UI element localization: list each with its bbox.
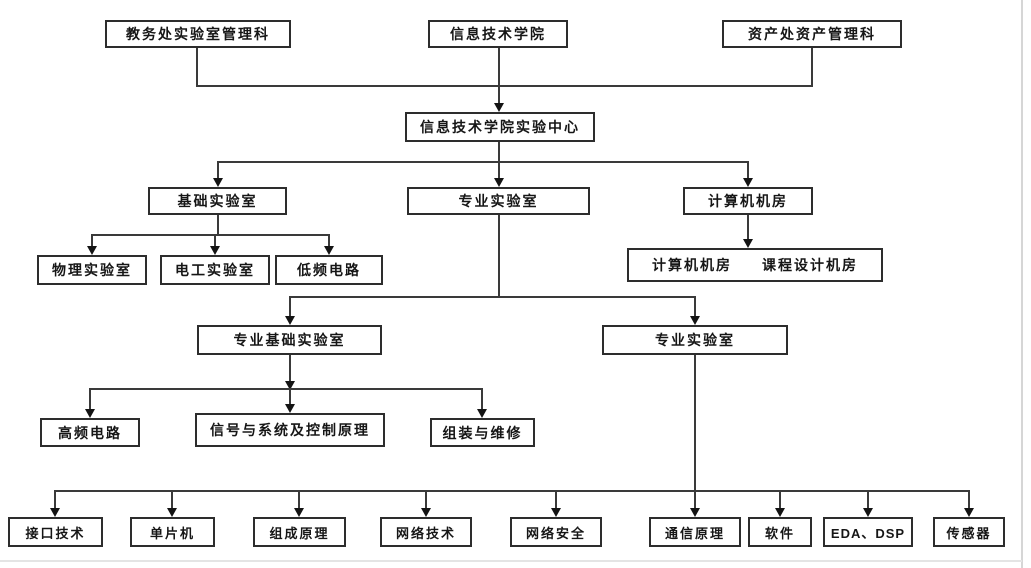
arrowhead-down	[87, 246, 97, 255]
arrowhead-down	[494, 178, 504, 187]
arrowhead-down	[50, 508, 60, 517]
connector	[747, 215, 749, 239]
node-assets-management: 资产处资产管理科	[722, 20, 902, 48]
node-professional-laboratory-right: 专业实验室	[602, 325, 788, 355]
node-experiment-center: 信息技术学院实验中心	[405, 112, 595, 142]
arrowhead-down	[213, 178, 223, 187]
node-it-school: 信息技术学院	[428, 20, 568, 48]
connector	[498, 142, 500, 163]
node-basic-laboratory: 基础实验室	[148, 187, 287, 215]
connector	[555, 490, 557, 508]
connector	[289, 296, 291, 316]
connector	[747, 161, 749, 178]
arrowhead-down	[690, 316, 700, 325]
node-assembly-maintenance: 组装与维修	[430, 418, 535, 447]
arrowhead-down	[421, 508, 431, 517]
node-academic-affairs-lab-management: 教务处实验室管理科	[105, 20, 291, 48]
connector	[968, 490, 970, 508]
node-electrician-lab: 电工实验室	[160, 255, 270, 285]
arrowhead-down	[324, 246, 334, 255]
node-composition-principle: 组成原理	[253, 517, 346, 547]
connector	[196, 85, 813, 87]
node-software: 软件	[748, 517, 812, 547]
arrowhead-down	[167, 508, 177, 517]
node-physics-lab: 物理实验室	[37, 255, 147, 285]
connector	[217, 161, 219, 178]
page-edge-right	[1021, 0, 1023, 568]
node-eda-dsp: EDA、DSP	[823, 517, 913, 547]
node-sensor: 传感器	[933, 517, 1005, 547]
connector	[779, 490, 781, 508]
arrowhead-down	[551, 508, 561, 517]
node-professional-laboratory-mid: 专业实验室	[407, 187, 590, 215]
arrowhead-down	[775, 508, 785, 517]
connector	[54, 490, 970, 492]
connector	[54, 490, 56, 508]
course-design-room-label: 课程设计机房	[762, 257, 858, 273]
connector	[89, 388, 91, 409]
connector	[481, 388, 483, 409]
arrowhead-down	[863, 508, 873, 517]
arrowhead-down	[964, 508, 974, 517]
connector	[91, 234, 330, 236]
node-professional-basic-laboratory: 专业基础实验室	[197, 325, 382, 355]
node-computer-room: 计算机机房	[683, 187, 813, 215]
connector	[425, 490, 427, 508]
arrowhead-down	[294, 508, 304, 517]
connector	[91, 234, 93, 246]
connector	[298, 490, 300, 508]
connector	[214, 234, 216, 246]
node-network-technology: 网络技术	[380, 517, 472, 547]
node-signals-systems-control: 信号与系统及控制原理	[195, 413, 385, 447]
arrowhead-down	[285, 316, 295, 325]
connector	[217, 161, 749, 163]
page-edge-bottom	[0, 560, 1022, 562]
connector	[498, 48, 500, 103]
connector	[289, 355, 291, 390]
arrowhead-down	[690, 508, 700, 517]
node-communication-principle: 通信原理	[649, 517, 741, 547]
arrowhead-down	[85, 409, 95, 418]
arrowhead-down	[477, 409, 487, 418]
connector	[328, 234, 330, 246]
connector	[289, 296, 696, 298]
connector	[289, 390, 291, 404]
node-single-chip-microcomputer: 单片机	[130, 517, 215, 547]
node-high-frequency-circuit: 高频电路	[40, 418, 140, 447]
connector	[694, 355, 696, 492]
connector	[498, 161, 500, 178]
arrowhead-down	[210, 246, 220, 255]
connector	[89, 388, 483, 390]
connector	[694, 490, 696, 508]
node-network-security: 网络安全	[510, 517, 602, 547]
arrowhead-down	[285, 381, 295, 390]
arrowhead-down	[285, 404, 295, 413]
connector	[498, 215, 500, 298]
connector	[867, 490, 869, 508]
connector	[196, 48, 198, 87]
computer-room-label: 计算机机房	[652, 257, 732, 273]
arrowhead-down	[743, 239, 753, 248]
connector	[217, 215, 219, 236]
node-computer-and-course-design-rooms: 计算机机房 课程设计机房	[627, 248, 883, 282]
connector	[171, 490, 173, 508]
node-interface-technology: 接口技术	[8, 517, 103, 547]
connector	[694, 296, 696, 316]
node-low-frequency-circuit: 低频电路	[275, 255, 383, 285]
arrowhead-down	[743, 178, 753, 187]
connector	[811, 48, 813, 87]
arrowhead-down	[494, 103, 504, 112]
